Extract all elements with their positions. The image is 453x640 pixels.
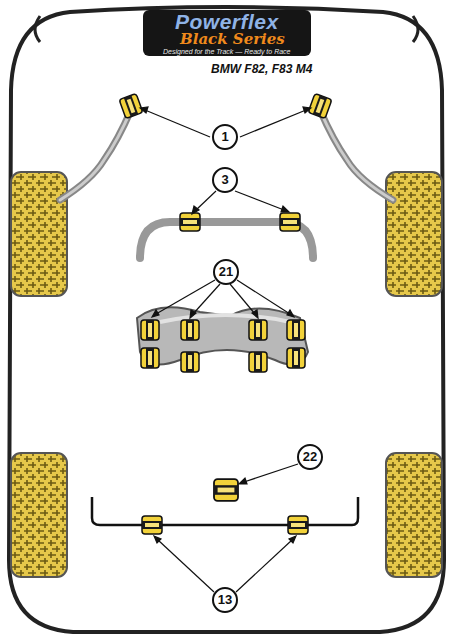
callout-number: 13	[212, 587, 238, 613]
callout-number: 21	[213, 259, 239, 285]
diagram-title: BMW F82, F83 M4	[211, 62, 312, 76]
series-name: Black Series	[180, 30, 285, 48]
callout-number: 1	[212, 124, 238, 150]
tagline: Designed for the Track — Ready to Race	[163, 48, 290, 55]
callout-number: 22	[297, 444, 323, 470]
callout-number: 3	[212, 167, 238, 193]
